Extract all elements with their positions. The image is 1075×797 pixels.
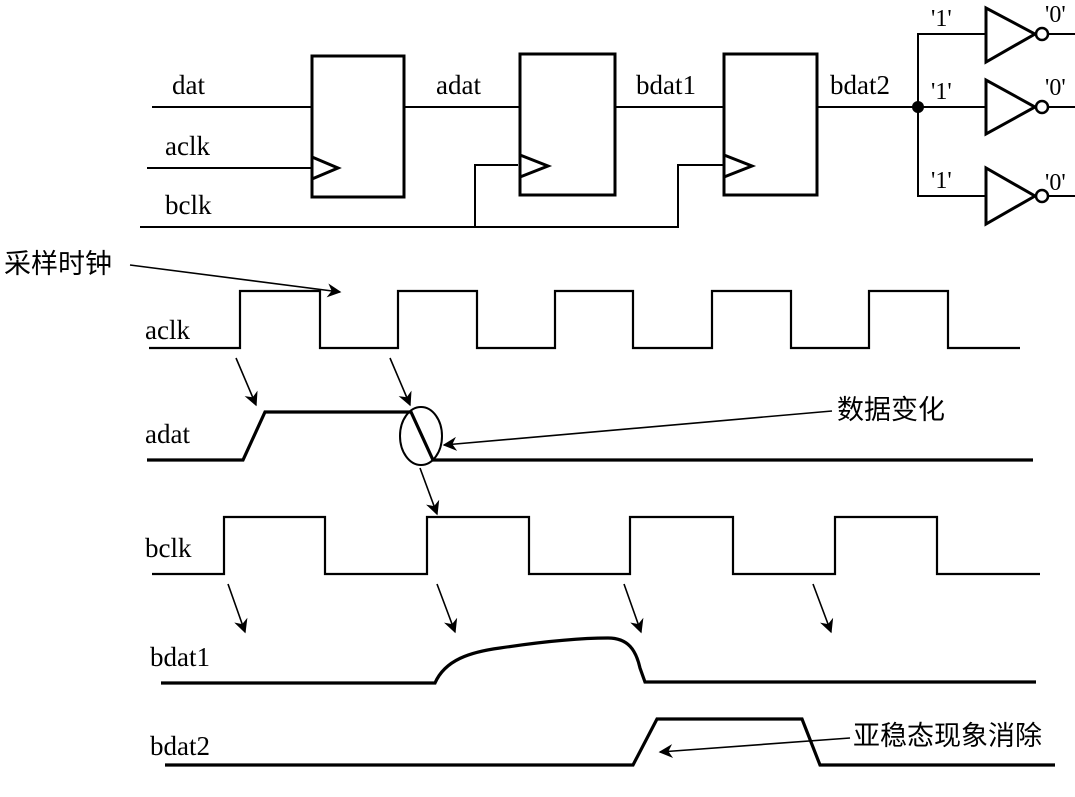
waveform-bdat1 [161,636,1036,685]
inverter-1: '1' '0' [931,2,1075,65]
label-aclk-input: aclk [165,131,210,161]
flip-flop-1 [310,54,406,199]
inversion-bubble-icon [1034,26,1050,42]
pointer-arrow-icon [442,410,833,451]
label-in-1: '1' [931,79,952,105]
label-adat-net: adat [436,70,481,100]
sample-arrow-icon [235,357,258,407]
timing-diagram: 采样时钟 aclk adat 数据变化 bclk bdat1 bdat2 [4,249,1055,767]
flip-flop-2 [518,52,617,197]
sample-arrow-icon [227,583,248,634]
label-bdat1-wave: bdat1 [150,642,210,672]
label-bclk-input: bclk [165,190,212,220]
label-aclk-wave: aclk [145,315,190,345]
annotation-data-change: 数据变化 [837,395,945,426]
sample-arrow-icon [389,357,412,407]
waveform-aclk [149,289,1020,350]
inverter-3: '1' '0' [931,165,1075,227]
inverter-2: '1' '0' [931,75,1075,137]
sample-arrow-icon [419,467,440,516]
wire-bclk-ff2 [474,164,518,227]
clock-triangle-icon [311,155,342,181]
label-bdat2-net: bdat2 [830,70,890,100]
label-bdat2-wave: bdat2 [150,731,210,761]
label-out-0: '0' [1045,2,1066,28]
label-in-1: '1' [931,6,952,32]
sample-arrow-icon [436,583,458,634]
wire-fanout [917,33,986,197]
label-adat-wave: adat [145,419,190,449]
clock-triangle-icon [723,153,757,179]
clock-triangle-icon [519,153,553,179]
circuit-schematic: dat aclk bclk adat bdat1 bdat2 '1' [140,2,1075,228]
label-out-0: '0' [1045,75,1066,101]
waveform-bclk [152,515,1040,576]
sample-arrow-icon [623,583,644,634]
flip-flop-3 [722,52,819,197]
data-change-circle [399,406,443,466]
label-in-1: '1' [931,168,952,194]
waveform-adat [147,410,1033,462]
label-bdat1-net: bdat1 [636,70,696,100]
annotation-metastability-eliminated: 亚稳态现象消除 [853,721,1042,752]
sample-arrow-icon [812,583,834,634]
pointer-arrow-icon [129,264,342,298]
waveform-bdat2 [165,717,1055,767]
label-bclk-wave: bclk [145,533,192,563]
pointer-arrow-icon [658,737,851,759]
wire-bclk-ff3 [140,164,724,228]
label-out-0: '0' [1045,170,1066,196]
label-dat: dat [172,70,205,100]
annotation-sampling-clock: 采样时钟 [4,249,112,280]
inversion-bubble-icon [1034,99,1050,115]
